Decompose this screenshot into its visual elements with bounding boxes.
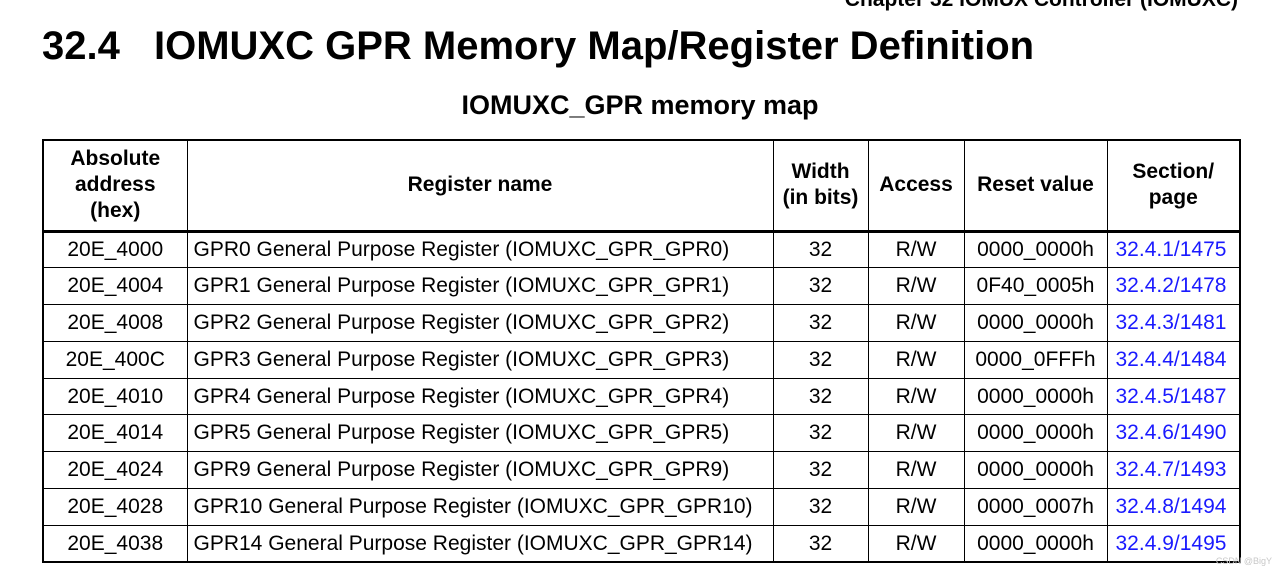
table-row: 20E_4014 GPR5 General Purpose Register (…	[42, 414, 1241, 453]
cell-register-name: GPR10 General Purpose Register (IOMUXC_G…	[186, 488, 774, 526]
section-link[interactable]: 32.4.9/1495	[1106, 524, 1241, 564]
cell-access: R/W	[867, 304, 965, 342]
table-row: 20E_4008 GPR2 General Purpose Register (…	[42, 304, 1241, 342]
cell-address: 20E_4028	[42, 488, 188, 526]
cell-address: 20E_4038	[42, 524, 188, 564]
cell-width: 32	[772, 451, 869, 490]
cell-register-name: GPR3 General Purpose Register (IOMUXC_GP…	[186, 340, 774, 379]
cell-address: 20E_4024	[42, 451, 188, 490]
cell-reset-value: 0000_0000h	[963, 230, 1108, 269]
cell-register-name: GPR0 General Purpose Register (IOMUXC_GP…	[186, 230, 774, 269]
cell-reset-value: 0000_0000h	[963, 304, 1108, 342]
section-link[interactable]: 32.4.1/1475	[1106, 230, 1241, 269]
cell-reset-value: 0000_0FFFh	[963, 340, 1108, 379]
header-section-line1: Section/	[1132, 160, 1215, 184]
section-number: 32.4	[42, 24, 120, 68]
cell-width: 32	[772, 340, 869, 379]
cell-reset-value: 0F40_0005h	[963, 267, 1108, 306]
header-row: Absolute address (hex) Register name Wid…	[42, 139, 1241, 233]
section-link[interactable]: 32.4.7/1493	[1106, 451, 1241, 490]
cell-address: 20E_400C	[42, 340, 188, 379]
memory-map-table: Absolute address (hex) Register name Wid…	[42, 139, 1241, 564]
cell-register-name: GPR14 General Purpose Register (IOMUXC_G…	[186, 524, 774, 564]
table-row: 20E_4028 GPR10 General Purpose Register …	[42, 488, 1241, 526]
header-reset-value: Reset value	[963, 139, 1108, 233]
header-address-line2: address	[74, 173, 156, 197]
cell-width: 32	[772, 524, 869, 564]
cell-access: R/W	[867, 488, 965, 526]
cell-address: 20E_4008	[42, 304, 188, 342]
cell-address: 20E_4004	[42, 267, 188, 306]
table-row: 20E_4000 GPR0 General Purpose Register (…	[42, 230, 1241, 269]
cell-width: 32	[772, 304, 869, 342]
cell-reset-value: 0000_0000h	[963, 451, 1108, 490]
table-row: 20E_4010 GPR4 General Purpose Register (…	[42, 377, 1241, 416]
table-row: 20E_4024 GPR9 General Purpose Register (…	[42, 451, 1241, 490]
cell-register-name: GPR4 General Purpose Register (IOMUXC_GP…	[186, 377, 774, 416]
cell-width: 32	[772, 414, 869, 453]
table-row: 20E_400C GPR3 General Purpose Register (…	[42, 340, 1241, 379]
cell-access: R/W	[867, 377, 965, 416]
header-address-line1: Absolute	[70, 147, 161, 171]
cell-access: R/W	[867, 524, 965, 564]
section-link[interactable]: 32.4.5/1487	[1106, 377, 1241, 416]
cell-address: 20E_4014	[42, 414, 188, 453]
cell-access: R/W	[867, 340, 965, 379]
cell-register-name: GPR1 General Purpose Register (IOMUXC_GP…	[186, 267, 774, 306]
cell-access: R/W	[867, 267, 965, 306]
cell-width: 32	[772, 488, 869, 526]
header-section: Section/ page	[1106, 139, 1241, 233]
header-register-name: Register name	[186, 139, 774, 233]
header-address-line3: (hex)	[90, 199, 141, 223]
cell-width: 32	[772, 267, 869, 306]
cell-access: R/W	[867, 230, 965, 269]
header-access: Access	[867, 139, 965, 233]
section-link[interactable]: 32.4.2/1478	[1106, 267, 1241, 306]
cell-register-name: GPR2 General Purpose Register (IOMUXC_GP…	[186, 304, 774, 342]
cell-reset-value: 0000_0007h	[963, 488, 1108, 526]
cell-reset-value: 0000_0000h	[963, 414, 1108, 453]
cell-register-name: GPR9 General Purpose Register (IOMUXC_GP…	[186, 451, 774, 490]
header-width: Width (in bits)	[772, 139, 869, 233]
section-link[interactable]: 32.4.3/1481	[1106, 304, 1241, 342]
header-width-line1: Width	[791, 160, 850, 184]
cell-access: R/W	[867, 414, 965, 453]
cell-reset-value: 0000_0000h	[963, 377, 1108, 416]
table-row: 20E_4004 GPR1 General Purpose Register (…	[42, 267, 1241, 306]
watermark: CSDN @BigY	[1215, 556, 1272, 566]
table-caption: IOMUXC_GPR memory map	[461, 90, 819, 120]
cell-reset-value: 0000_0000h	[963, 524, 1108, 564]
header-address: Absolute address (hex)	[42, 139, 188, 233]
section-link[interactable]: 32.4.4/1484	[1106, 340, 1241, 379]
cell-address: 20E_4010	[42, 377, 188, 416]
header-width-line2: (in bits)	[782, 186, 859, 210]
section-heading: 32.4 IOMUXC GPR Memory Map/Register Defin…	[42, 20, 1034, 72]
cell-width: 32	[772, 230, 869, 269]
cell-register-name: GPR5 General Purpose Register (IOMUXC_GP…	[186, 414, 774, 453]
section-title: IOMUXC GPR Memory Map/Register Definitio…	[154, 24, 1035, 68]
section-link[interactable]: 32.4.6/1490	[1106, 414, 1241, 453]
cell-width: 32	[772, 377, 869, 416]
table-row: 20E_4038 GPR14 General Purpose Register …	[42, 524, 1241, 564]
cell-access: R/W	[867, 451, 965, 490]
section-link[interactable]: 32.4.8/1494	[1106, 488, 1241, 526]
chapter-header: Chapter 32 IOMUX Controller (IOMUXC)	[845, 0, 1238, 12]
cell-address: 20E_4000	[42, 230, 188, 269]
header-section-line2: page	[1148, 186, 1198, 210]
